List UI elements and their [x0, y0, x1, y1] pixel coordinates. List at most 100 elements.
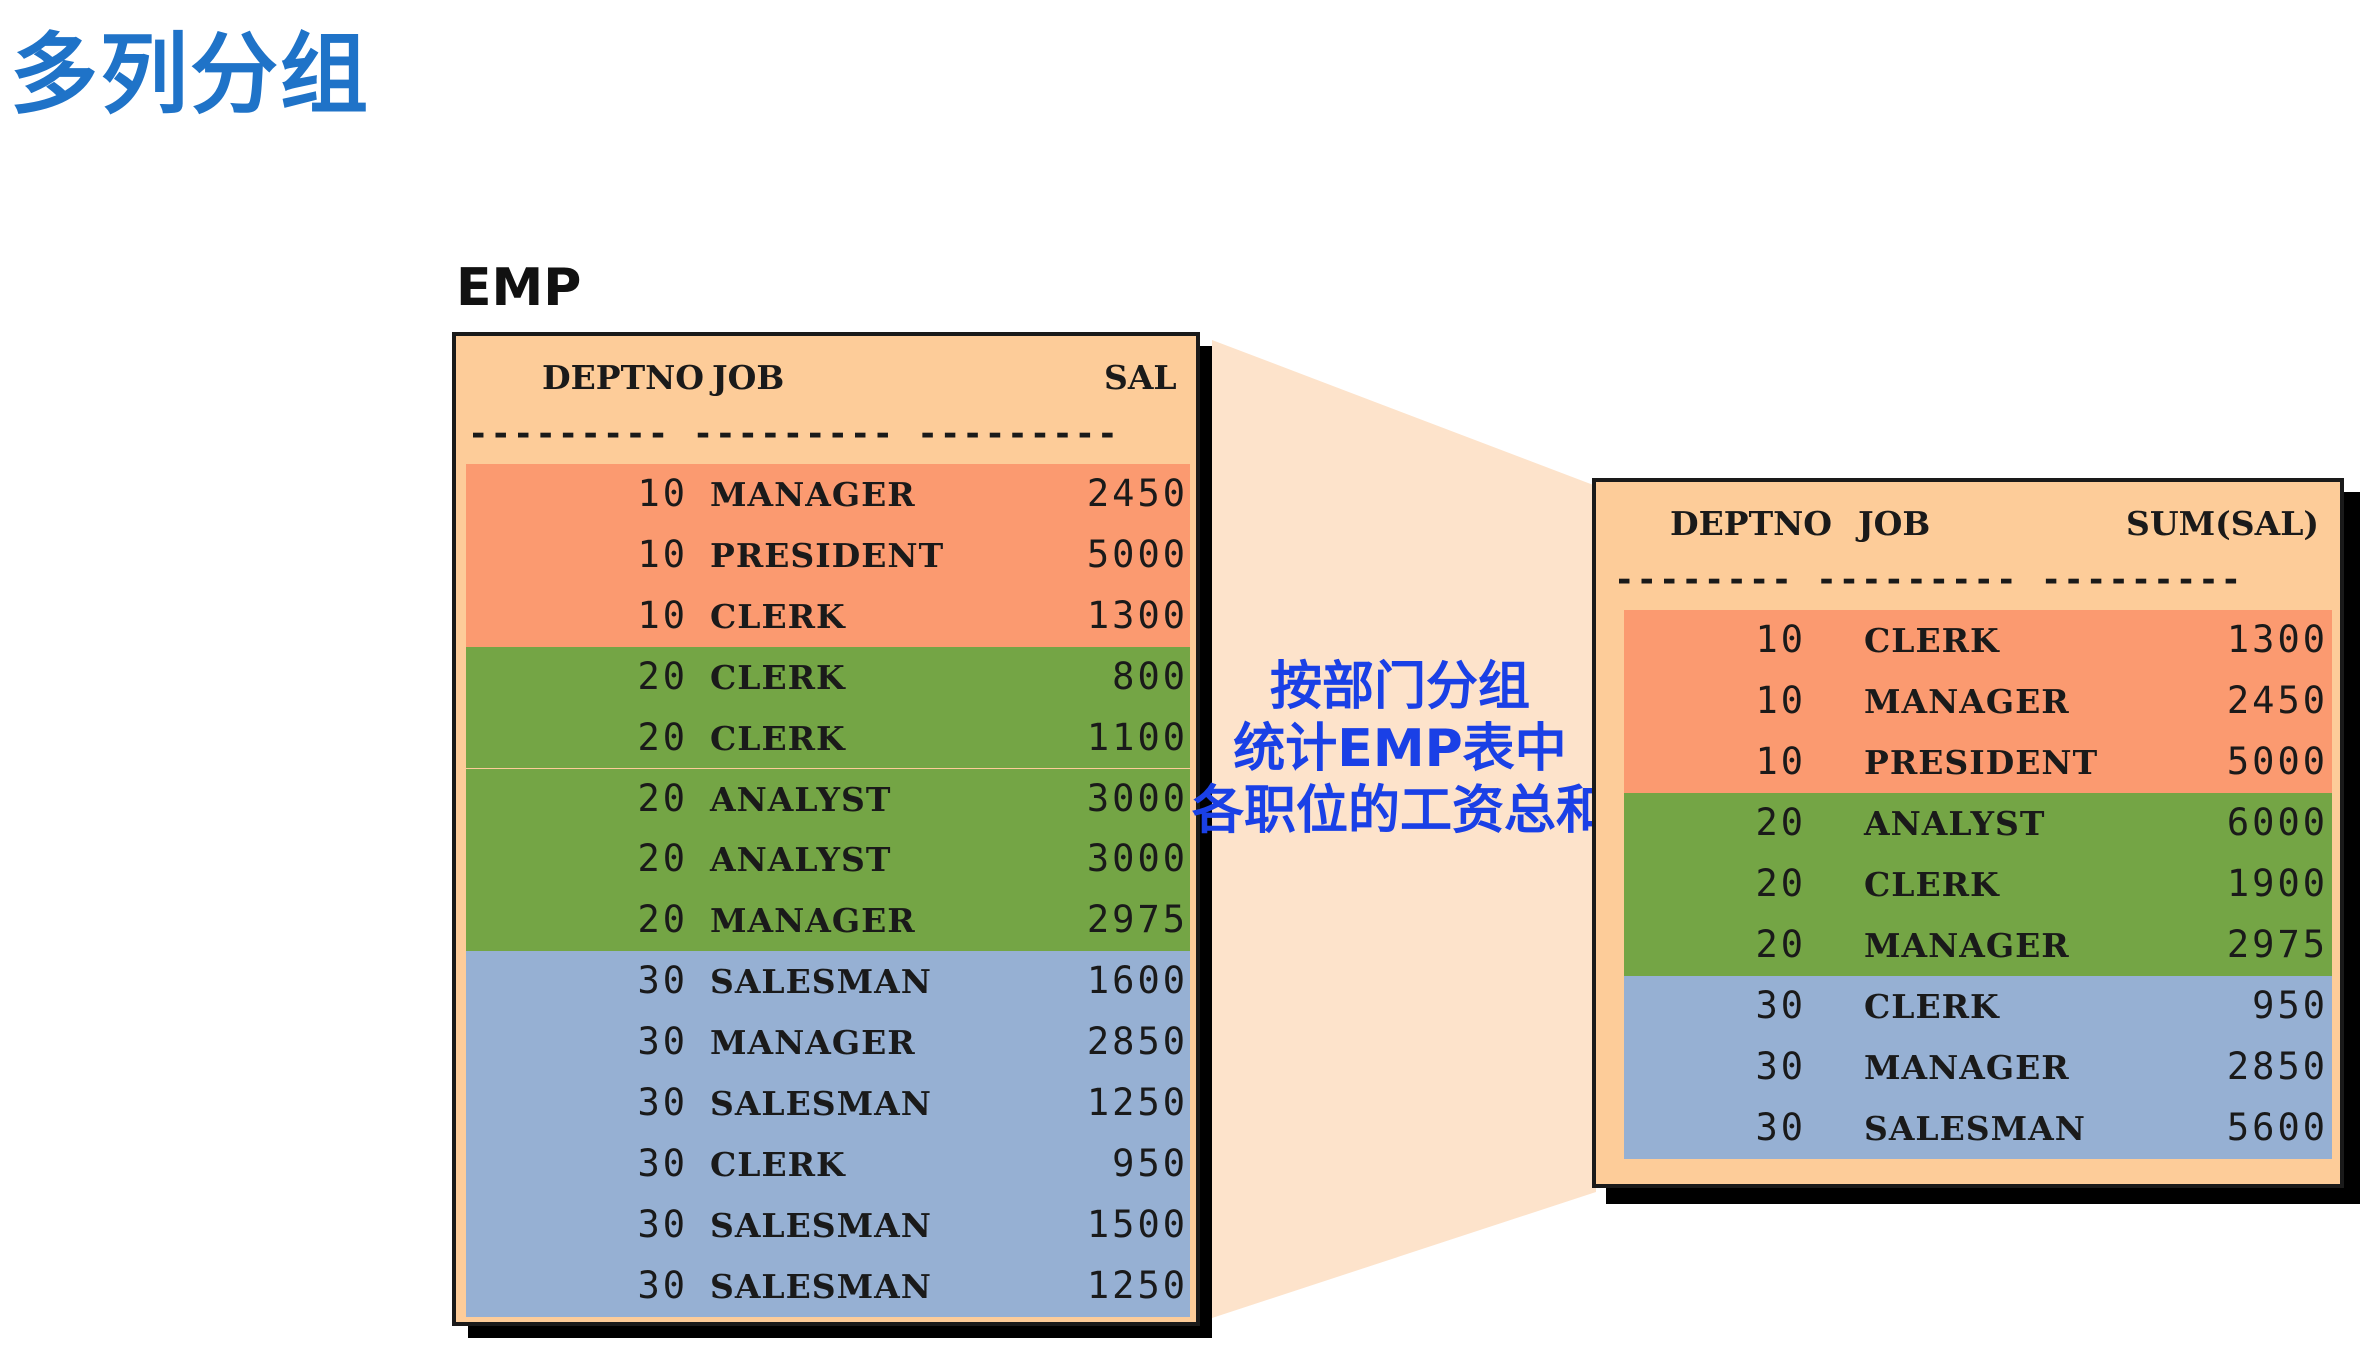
source-cell-sal: 2975 — [1086, 898, 1188, 942]
source-cell-sal: 1300 — [1086, 593, 1188, 637]
source-cell-job: SALESMAN — [710, 1266, 932, 1306]
grouping-annotation: 按部门分组 统计EMP表中 各职位的工资总和 — [1190, 656, 1610, 842]
emp-table-label: EMP — [456, 258, 582, 318]
source-cell-job: SALESMAN — [710, 1084, 932, 1123]
result-cell-job: CLERK — [1864, 865, 2000, 904]
result-row: 20 ANALYST 6000 — [1624, 793, 2332, 854]
source-cell-job: MANAGER — [710, 901, 916, 941]
source-cell-sal: 2450 — [1086, 472, 1188, 515]
source-cell-deptno: 10 — [637, 532, 688, 576]
annotation-line-3: 各职位的工资总和 — [1191, 781, 1608, 841]
result-cell-job: MANAGER — [1864, 1048, 2070, 1087]
source-header-divider: --------- --------- --------- — [468, 414, 1120, 454]
result-cell-job: MANAGER — [1864, 926, 2070, 965]
result-cell-deptno: 10 — [1755, 618, 1806, 661]
result-cell-sum: 2975 — [2226, 923, 2328, 966]
source-header-deptno: DEPTNO — [542, 358, 705, 397]
source-cell-sal: 5000 — [1086, 532, 1188, 576]
result-cell-sum: 6000 — [2226, 801, 2328, 844]
source-cell-job: SALESMAN — [710, 962, 932, 1002]
result-cell-sum: 2850 — [2226, 1045, 2328, 1088]
result-header-sum: SUM(SAL) — [2126, 504, 2320, 543]
result-cell-job: PRESIDENT — [1864, 743, 2099, 782]
result-cell-deptno: 20 — [1755, 923, 1806, 966]
source-cell-sal: 1250 — [1086, 1081, 1188, 1124]
source-cell-deptno: 20 — [637, 654, 688, 698]
source-header-sal: SAL — [1104, 358, 1177, 397]
source-row: 30 SALESMAN 1250 — [466, 1073, 1190, 1134]
source-cell-job: ANALYST — [710, 840, 892, 880]
source-cell-job: CLERK — [710, 1144, 846, 1184]
result-cell-sum: 5000 — [2226, 740, 2328, 783]
result-cell-sum: 5600 — [2226, 1106, 2328, 1149]
result-header-job: JOB — [1858, 504, 1931, 543]
source-cell-deptno: 30 — [637, 1263, 688, 1307]
source-cell-job: MANAGER — [710, 475, 916, 514]
source-cell-sal: 950 — [1112, 1141, 1188, 1185]
source-cell-deptno: 30 — [637, 1202, 688, 1246]
source-cell-sal: 1500 — [1086, 1202, 1188, 1246]
result-cell-sum: 950 — [2252, 984, 2328, 1027]
source-cell-job: CLERK — [710, 657, 846, 697]
annotation-line-1: 按部门分组 — [1269, 657, 1530, 717]
source-cell-deptno: 10 — [637, 593, 688, 637]
result-cell-deptno: 10 — [1755, 679, 1806, 722]
result-cell-deptno: 10 — [1755, 740, 1806, 783]
source-cell-deptno: 20 — [637, 776, 688, 820]
result-cell-job: MANAGER — [1864, 682, 2070, 721]
source-row: 10 CLERK 1300 — [466, 585, 1190, 647]
source-cell-sal: 3000 — [1086, 837, 1188, 881]
source-cell-sal: 1250 — [1086, 1263, 1188, 1307]
source-cell-job: SALESMAN — [710, 1205, 932, 1245]
source-row: 30 SALESMAN 1600 — [466, 951, 1190, 1013]
result-header-divider: -------- --------- --------- — [1614, 560, 2244, 600]
result-cell-job: SALESMAN — [1864, 1109, 2086, 1148]
source-cell-deptno: 30 — [637, 959, 688, 1003]
result-row: 10 MANAGER 2450 — [1624, 671, 2332, 732]
source-cell-sal: 2850 — [1086, 1020, 1188, 1064]
source-cell-sal: 1100 — [1086, 715, 1188, 759]
source-cell-deptno: 30 — [637, 1020, 688, 1064]
source-cell-deptno: 30 — [637, 1141, 688, 1185]
source-row: 20 CLERK 800 — [466, 646, 1190, 708]
result-cell-deptno: 20 — [1755, 862, 1806, 905]
source-header-job: JOB — [712, 358, 785, 397]
source-table: DEPTNO JOB SAL --------- --------- -----… — [452, 332, 1200, 1326]
result-row: 10 PRESIDENT 5000 — [1624, 732, 2332, 793]
source-row: 30 SALESMAN 1250 — [466, 1255, 1190, 1317]
source-cell-deptno: 20 — [637, 715, 688, 759]
annotation-line-2: 统计EMP表中 — [1233, 719, 1567, 779]
result-row: 20 CLERK 1900 — [1624, 854, 2332, 915]
result-cell-sum: 1300 — [2226, 618, 2328, 661]
result-cell-job: CLERK — [1864, 987, 2000, 1026]
result-cell-sum: 2450 — [2226, 679, 2328, 722]
result-table: DEPTNO JOB SUM(SAL) -------- --------- -… — [1592, 478, 2344, 1188]
result-cell-deptno: 20 — [1755, 801, 1806, 844]
result-row: 20 MANAGER 2975 — [1624, 915, 2332, 976]
source-row: 30 SALESMAN 1500 — [466, 1194, 1190, 1256]
source-cell-deptno: 20 — [637, 898, 688, 942]
source-row: 10 PRESIDENT 5000 — [466, 524, 1190, 586]
source-cell-sal: 1600 — [1086, 959, 1188, 1003]
result-cell-job: ANALYST — [1864, 804, 2046, 843]
page-title: 多列分组 — [10, 23, 371, 126]
source-cell-job: PRESIDENT — [710, 535, 945, 575]
source-cell-job: ANALYST — [710, 779, 892, 819]
source-row: 20 MANAGER 2975 — [466, 890, 1190, 952]
source-cell-sal: 800 — [1112, 654, 1188, 698]
connector-shape — [1212, 340, 1596, 1318]
result-header-deptno: DEPTNO — [1670, 504, 1833, 543]
source-cell-job: CLERK — [710, 596, 846, 636]
source-cell-deptno: 10 — [637, 472, 688, 515]
source-row: 30 CLERK 950 — [466, 1133, 1190, 1195]
source-cell-deptno: 30 — [637, 1081, 688, 1124]
result-cell-sum: 1900 — [2226, 862, 2328, 905]
